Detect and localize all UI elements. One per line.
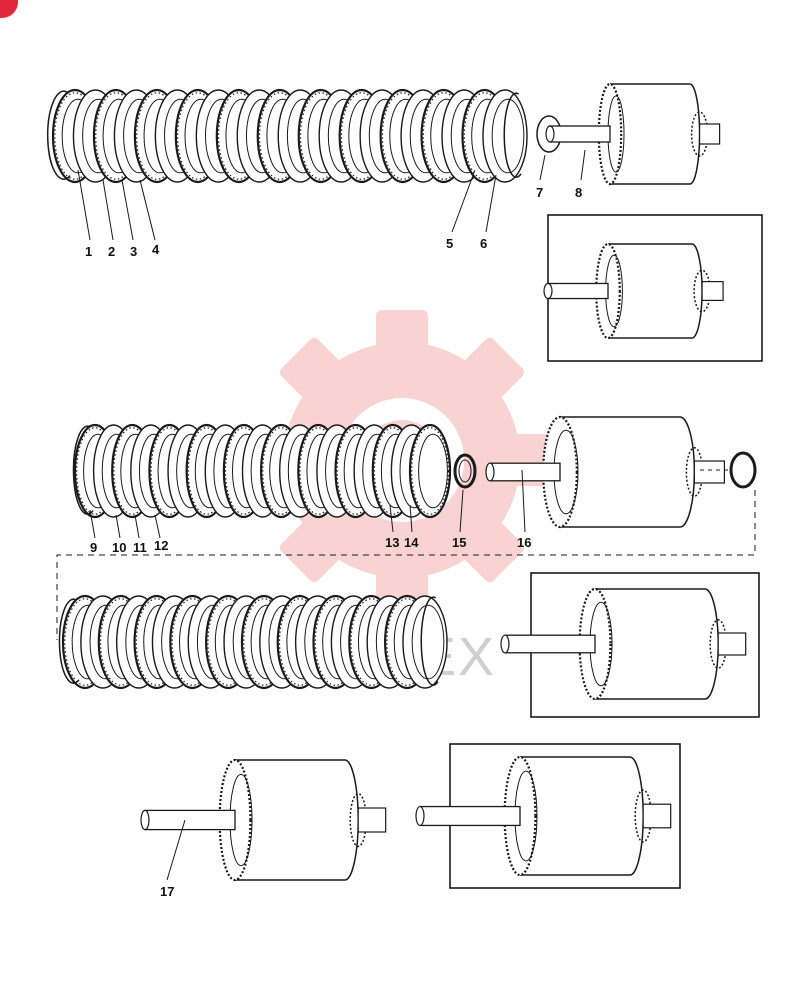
callout-17: 17 bbox=[160, 884, 174, 899]
callout-3: 3 bbox=[130, 244, 137, 259]
callout-2: 2 bbox=[108, 244, 115, 259]
corner-badge bbox=[0, 0, 18, 18]
drum16-shaft bbox=[489, 462, 561, 482]
callout-14: 14 bbox=[404, 535, 419, 550]
callout-15: 15 bbox=[452, 535, 466, 550]
snap-ring-6 bbox=[503, 92, 522, 178]
clutch-drum-16 bbox=[485, 415, 726, 529]
callout-4: 4 bbox=[152, 242, 160, 257]
snap-ring-lower bbox=[58, 598, 80, 684]
inset-drum-top bbox=[543, 242, 724, 340]
snap-ring-9 bbox=[72, 425, 94, 515]
drum17-body bbox=[235, 759, 359, 881]
callout-7: 7 bbox=[536, 185, 543, 200]
inset1-shaft bbox=[547, 282, 609, 300]
clutch-pack-lower bbox=[58, 594, 448, 690]
inset-drum-middle bbox=[500, 587, 747, 701]
callout-8: 8 bbox=[575, 185, 582, 200]
drum16-body bbox=[560, 416, 696, 528]
snap-ring-1 bbox=[46, 90, 71, 180]
callout-11: 11 bbox=[133, 540, 147, 555]
clutch-pack-middle bbox=[72, 423, 452, 519]
inset3-stub bbox=[642, 803, 672, 829]
dashed-connector bbox=[56, 490, 756, 640]
leader-lines bbox=[77, 149, 586, 881]
drum8-body bbox=[610, 83, 701, 185]
callout-16: 16 bbox=[517, 535, 531, 550]
callout-6: 6 bbox=[480, 236, 487, 251]
seal-ring-15 bbox=[453, 453, 477, 489]
callout-12: 12 bbox=[154, 538, 168, 553]
inset3-body bbox=[520, 756, 644, 876]
inset2-body bbox=[595, 588, 719, 700]
inset2-stub bbox=[717, 632, 747, 656]
inset2-shaft bbox=[504, 634, 596, 654]
drum16-stub bbox=[693, 460, 726, 484]
drum8-stub bbox=[698, 123, 721, 145]
drum17-stub bbox=[357, 807, 387, 833]
clutch-drum-8 bbox=[545, 82, 721, 186]
middle-plate-19 bbox=[408, 423, 452, 519]
inset-drum-bottom bbox=[415, 755, 672, 877]
lower-plate-20 bbox=[402, 595, 448, 689]
callout-13: 13 bbox=[385, 535, 399, 550]
callout-5: 5 bbox=[446, 236, 453, 251]
drum17-shaft bbox=[144, 809, 236, 831]
inset3-shaft bbox=[419, 805, 521, 827]
callout-1: 1 bbox=[85, 244, 92, 259]
drum8-shaft bbox=[549, 125, 611, 143]
callout-9: 9 bbox=[90, 540, 97, 555]
inset1-stub bbox=[701, 281, 724, 302]
clutch-pack-upper bbox=[46, 88, 528, 184]
callout-10: 10 bbox=[112, 540, 126, 555]
snap-ring-lower-end bbox=[420, 596, 439, 686]
clutch-drum-17 bbox=[140, 758, 387, 882]
callout-labels: 1 2 3 4 5 6 7 8 9 10 11 12 13 14 15 16 1… bbox=[85, 185, 582, 899]
seal-ring-right bbox=[729, 451, 757, 489]
